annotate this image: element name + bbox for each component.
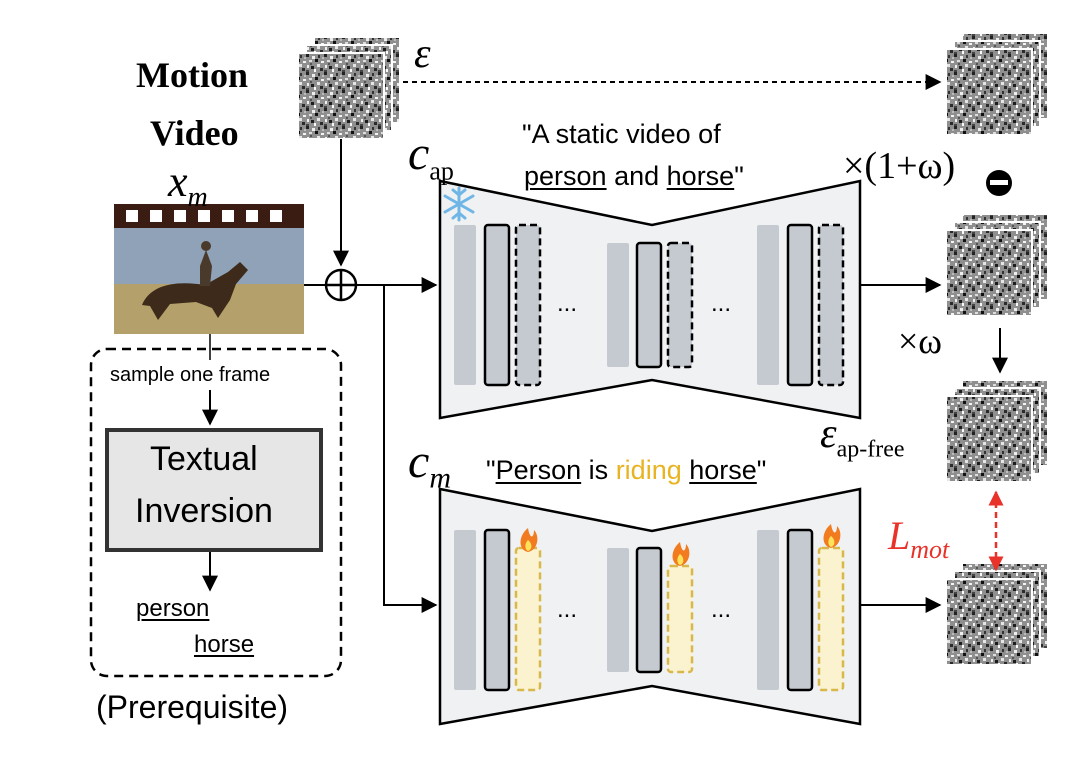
ap-free-label: εap-free xyxy=(820,411,905,463)
sum-node xyxy=(324,268,358,302)
motion-loss-label: Lmot xyxy=(888,513,950,564)
appearance-condition-label: cap xyxy=(408,127,454,186)
appearance-unet xyxy=(438,179,862,420)
prerequisite-box xyxy=(89,347,343,678)
fire-icon xyxy=(823,524,841,548)
scale-omega: ×ω xyxy=(898,321,942,361)
connector-lines xyxy=(202,74,1008,613)
sample-one-frame-label: sample one frame xyxy=(107,364,274,387)
motion-output-stack xyxy=(945,562,1049,666)
ellipsis-m-1: ... xyxy=(557,596,578,623)
prerequisite-caption: (Prerequisite) xyxy=(96,689,289,725)
snowflake-icon xyxy=(443,186,475,222)
noise-symbol: ε xyxy=(414,31,431,77)
ellipsis-ap-1: ... xyxy=(557,290,578,317)
noise-input-stack xyxy=(297,36,401,140)
motion-condition-label: cm xyxy=(408,435,451,495)
motion-video-title-line2: Video xyxy=(150,113,239,153)
appearance-prompt-line1: "A static video of xyxy=(522,119,721,149)
appearance-output-stack xyxy=(945,213,1049,317)
scale-1-plus-omega: ×(1+ω) xyxy=(843,145,956,187)
ellipsis-m-2: ... xyxy=(711,596,732,623)
fire-icon xyxy=(520,528,538,552)
appearance-prompt-line2: person and horse" xyxy=(524,161,744,191)
ellipsis-ap-2: ... xyxy=(711,290,732,317)
motion-video-thumbnail xyxy=(114,204,304,334)
minus-icon xyxy=(986,170,1012,196)
fire-icon xyxy=(672,542,690,566)
token-horse: horse xyxy=(194,631,255,658)
textual-inversion-line1: Textual xyxy=(150,440,258,478)
textual-inversion-line2: Inversion xyxy=(135,492,273,530)
motion-video-symbol: xm xyxy=(168,157,208,213)
noise-target-stack xyxy=(945,32,1049,136)
motion-video-title-line1: Motion xyxy=(136,55,248,95)
textual-inversion-box xyxy=(105,428,323,552)
token-person: person xyxy=(136,595,210,622)
ap-free-stack xyxy=(945,379,1049,483)
motion-unet xyxy=(438,487,862,726)
motion-prompt: "Person is riding horse" xyxy=(486,455,767,485)
